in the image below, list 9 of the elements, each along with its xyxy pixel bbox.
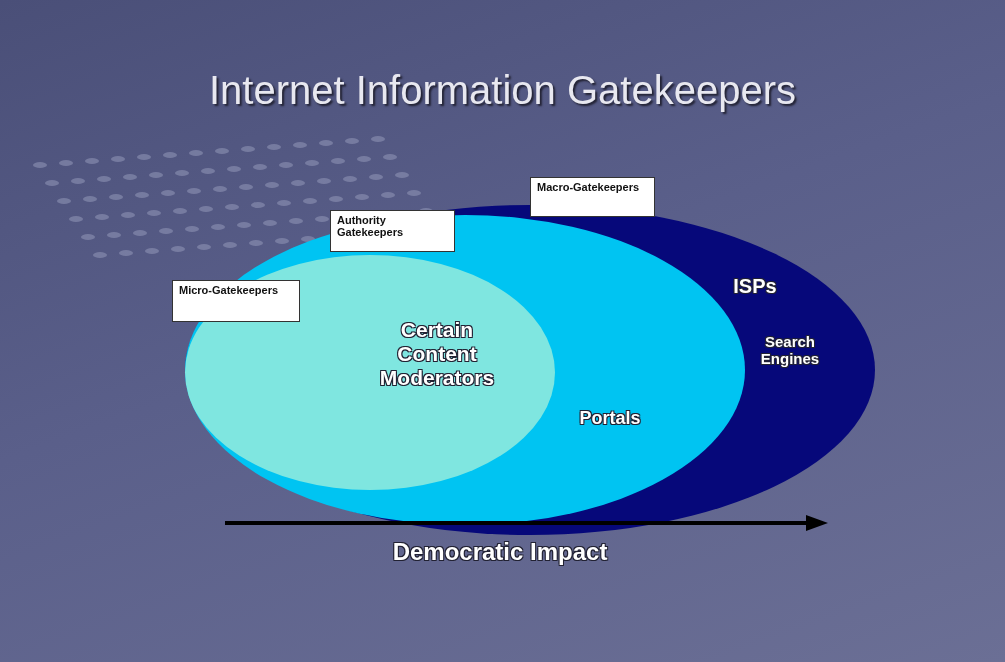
title: Internet Information Gatekeepers bbox=[208, 68, 797, 113]
ellipse-label: Portals bbox=[578, 408, 642, 429]
heading-tag: Micro-Gatekeepers bbox=[172, 280, 300, 322]
axis-label: Democratic Impact bbox=[391, 538, 609, 566]
ellipse-label: ISPs bbox=[732, 275, 778, 298]
heading-tag: Macro-Gatekeepers bbox=[530, 177, 655, 217]
ellipse-label: Search Engines bbox=[759, 333, 821, 368]
ellipse-label: Certain Content Moderators bbox=[378, 318, 496, 391]
heading-tag: Authority Gatekeepers bbox=[330, 210, 455, 252]
